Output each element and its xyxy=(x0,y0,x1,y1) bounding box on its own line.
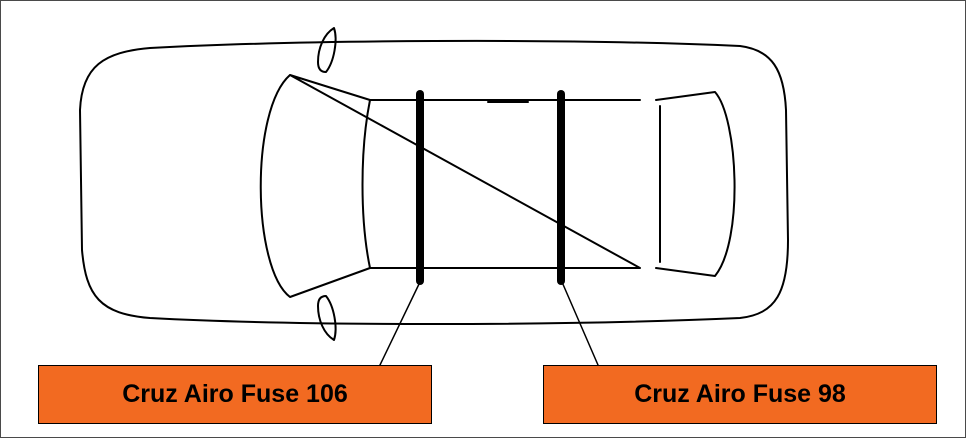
left-mirror xyxy=(317,27,337,73)
cabin-outline xyxy=(259,74,736,298)
rear-bar-label: Cruz Airo Fuse 98 xyxy=(543,365,937,424)
crossbar-front xyxy=(416,90,424,285)
car-body-outline xyxy=(79,39,789,325)
front-bar-label: Cruz Airo Fuse 106 xyxy=(38,365,432,424)
right-mirror xyxy=(317,295,337,341)
leader-line-98 xyxy=(561,281,599,366)
leader-line-106 xyxy=(379,281,421,366)
windshield-line xyxy=(361,99,371,269)
crossbar-rear xyxy=(557,90,565,285)
